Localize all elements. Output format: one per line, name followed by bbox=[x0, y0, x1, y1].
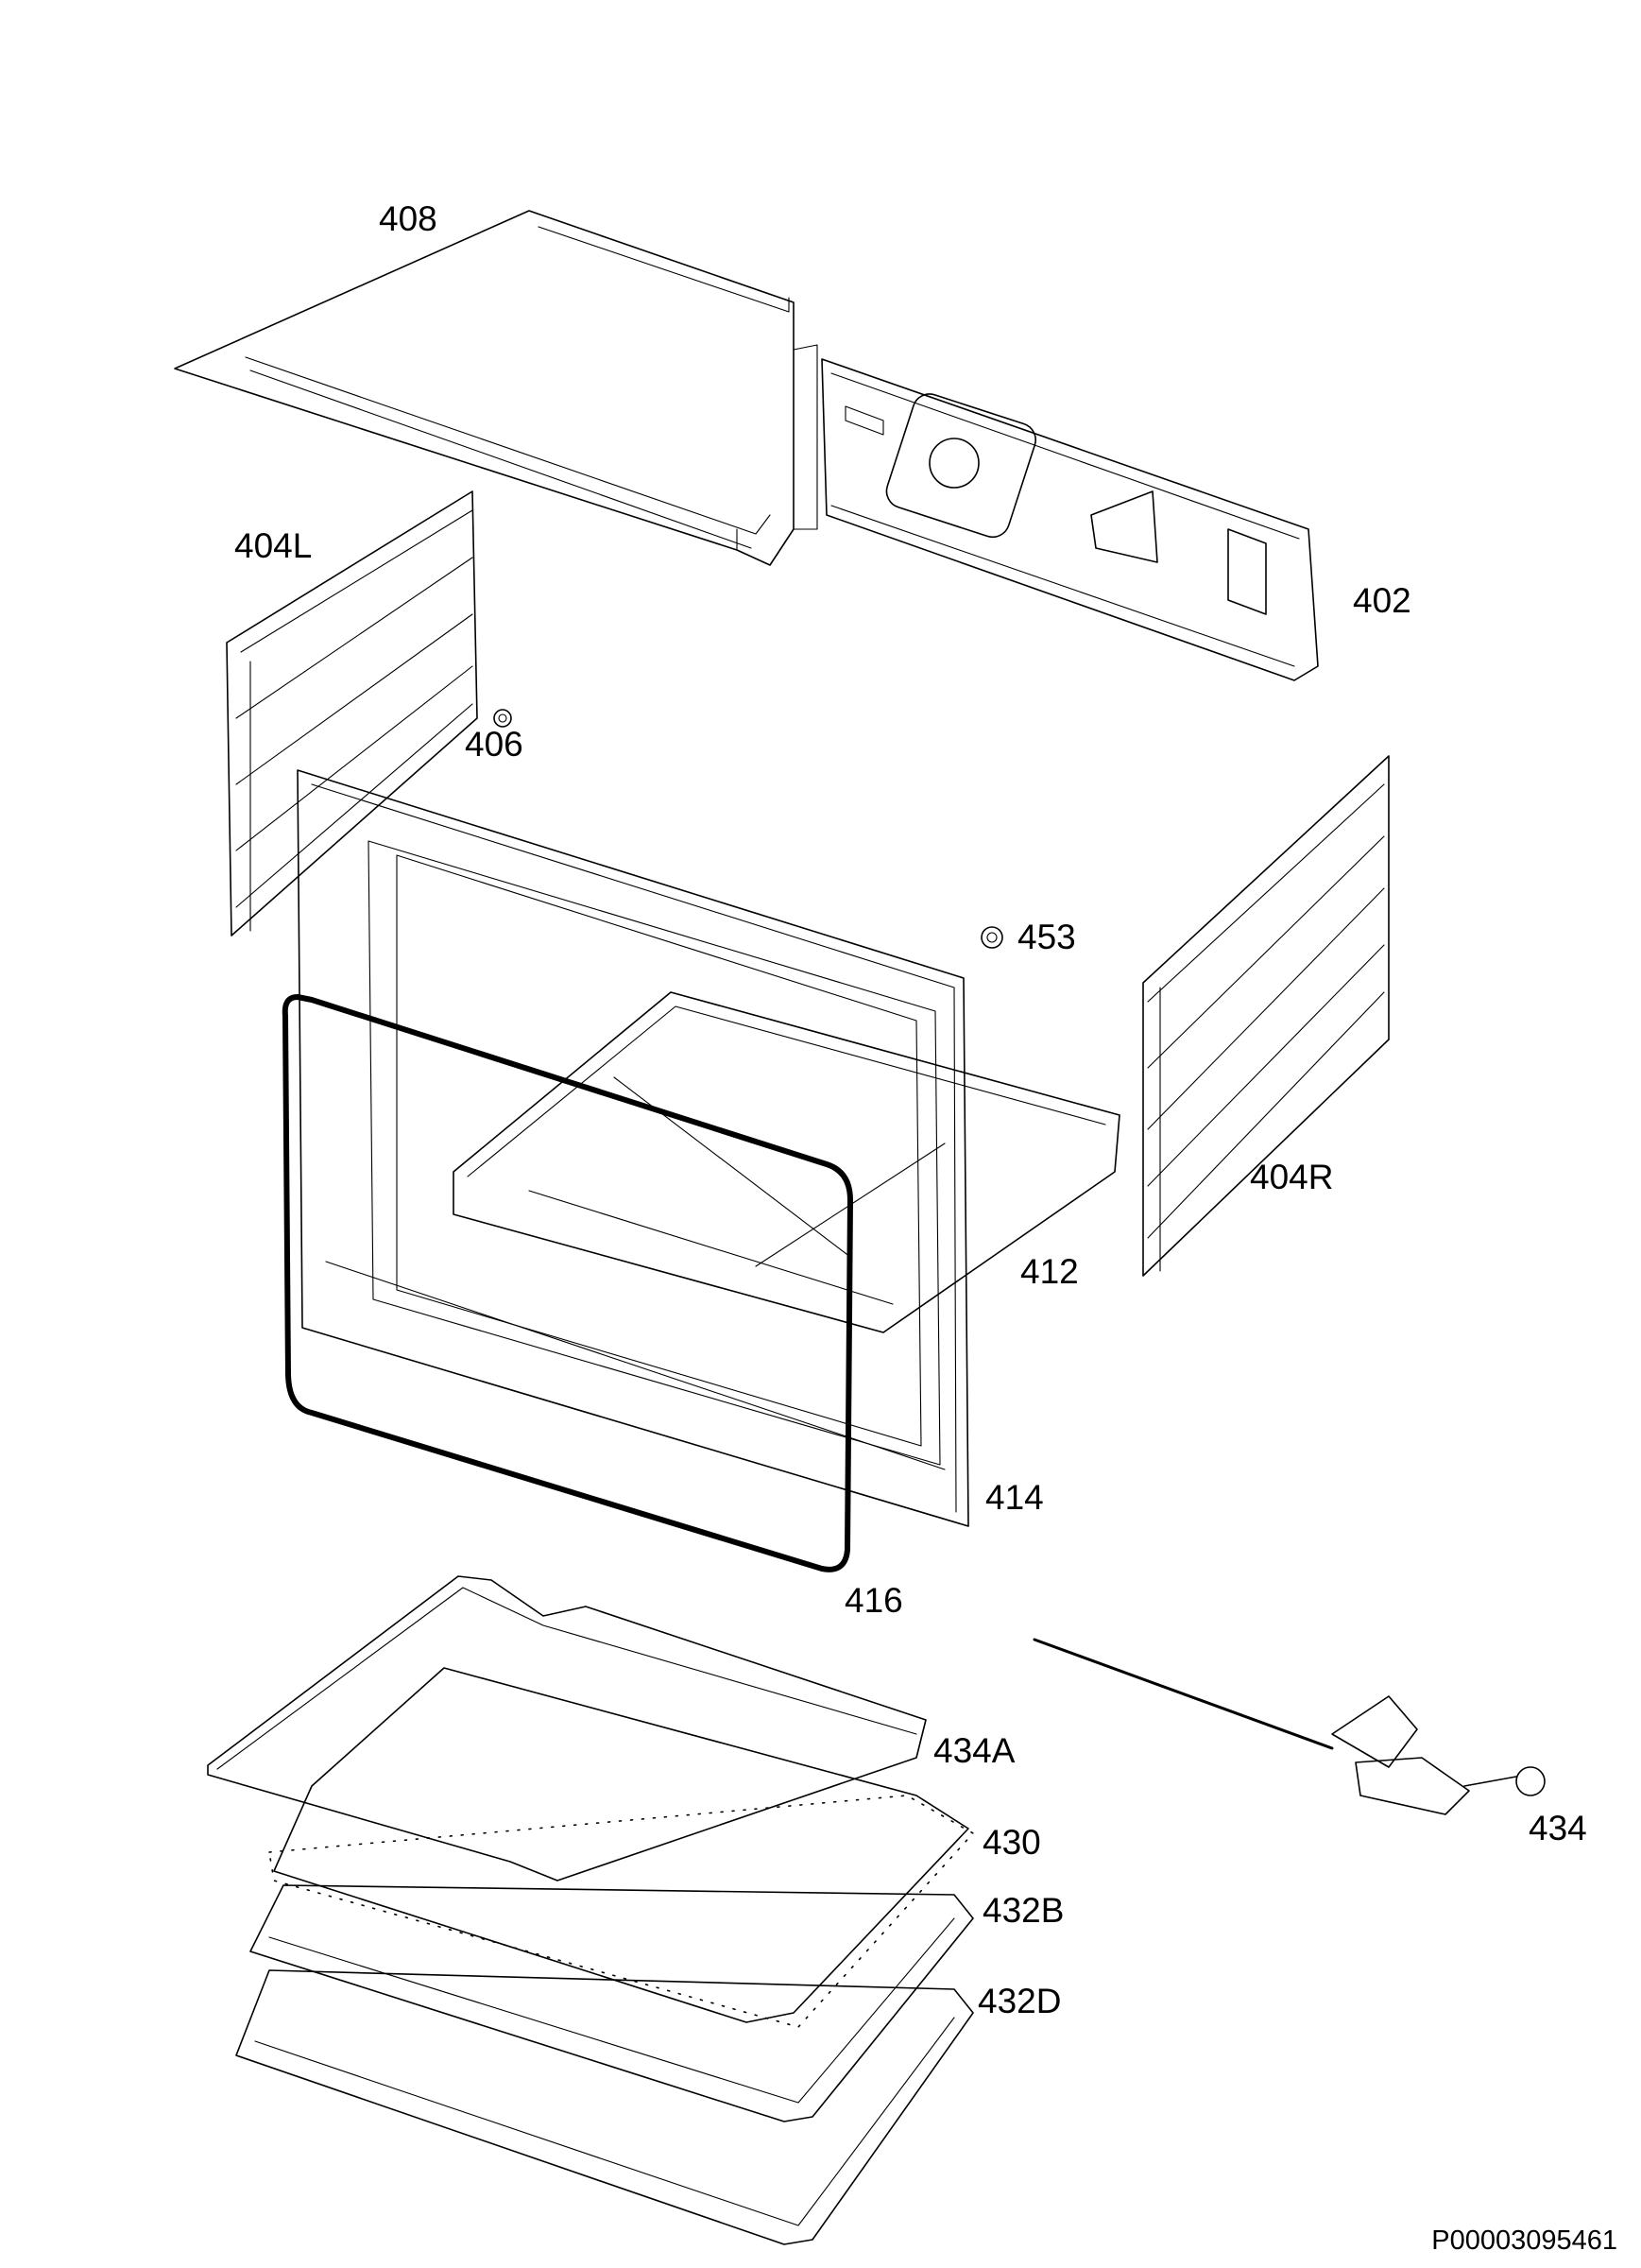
part-416-door-gasket bbox=[282, 994, 853, 1572]
part-402-rear-bracket bbox=[821, 358, 1319, 681]
label-430: 430 bbox=[983, 1823, 1041, 1862]
label-434A: 434A bbox=[933, 1731, 1016, 1770]
part-432D-deep-pan bbox=[235, 1969, 974, 2245]
part-406-clip bbox=[493, 709, 512, 728]
part-404L-left-shelf-rail bbox=[226, 490, 478, 936]
reference-code: P00003095461 bbox=[1431, 2225, 1617, 2256]
label-406: 406 bbox=[465, 725, 523, 764]
part-404R-right-shelf-rail bbox=[1142, 755, 1390, 1277]
label-414: 414 bbox=[985, 1478, 1044, 1517]
label-432D: 432D bbox=[978, 1982, 1061, 2020]
part-414-front-frame bbox=[297, 769, 969, 1527]
label-434: 434 bbox=[1529, 1809, 1587, 1847]
label-404R: 404R bbox=[1250, 1158, 1333, 1196]
part-434-rotisserie-spit bbox=[1033, 1638, 1546, 1815]
label-402: 402 bbox=[1353, 581, 1411, 620]
label-453: 453 bbox=[1017, 918, 1076, 956]
label-416: 416 bbox=[845, 1581, 903, 1620]
label-432B: 432B bbox=[983, 1891, 1064, 1930]
label-408: 408 bbox=[379, 199, 437, 238]
part-453-nut bbox=[981, 926, 1003, 949]
label-404L: 404L bbox=[234, 526, 312, 565]
part-430-grid-tray bbox=[268, 1667, 974, 2028]
part-432B-drip-pan bbox=[249, 1884, 974, 2122]
part-408-top-cover bbox=[174, 210, 818, 566]
label-412: 412 bbox=[1020, 1252, 1079, 1291]
part-434A-wire-shelf bbox=[207, 1575, 927, 1881]
